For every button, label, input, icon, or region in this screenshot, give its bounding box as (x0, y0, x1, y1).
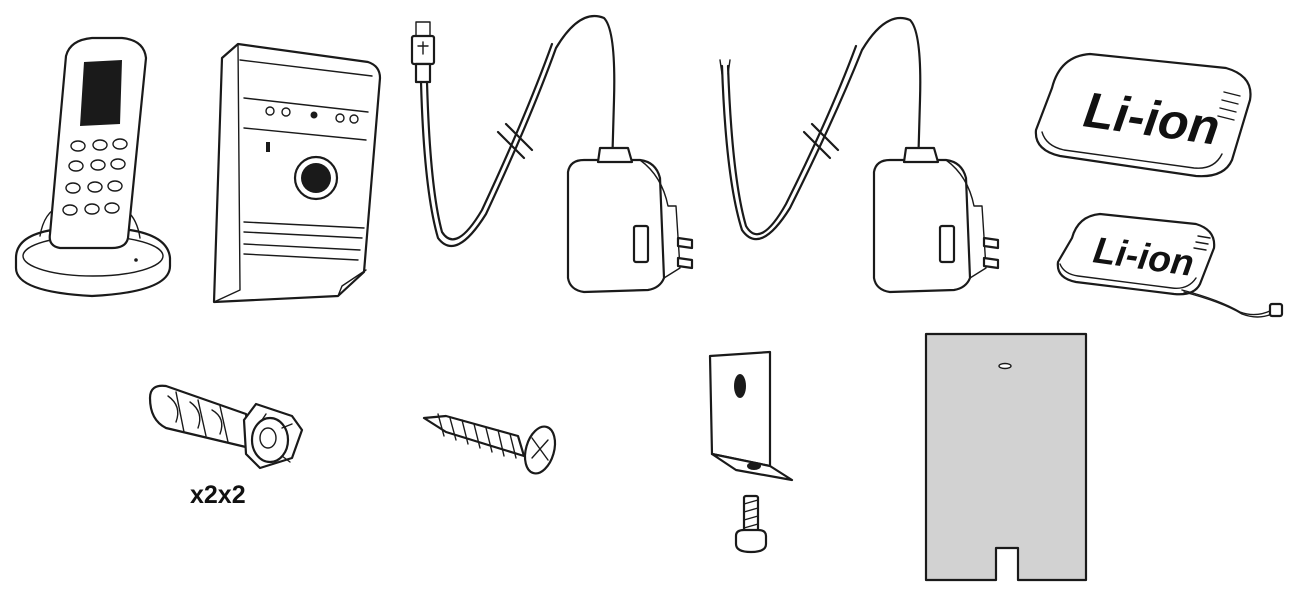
adapter-prong (982, 236, 1000, 250)
usb-symbol-icon (417, 41, 429, 55)
l-bracket-with-screw (708, 350, 794, 554)
indicator-light (265, 106, 275, 116)
adapter-cable-boot (902, 146, 940, 164)
adapter-prong (676, 236, 694, 250)
screw-shank (422, 414, 526, 458)
handset-screen (80, 60, 122, 126)
handset-with-charging-base (14, 36, 172, 298)
charging-led (134, 258, 138, 262)
bracket-hole (734, 374, 746, 398)
wall-plug: x2x2 (148, 384, 304, 509)
bracket-hole (747, 462, 761, 470)
wall-plug-quantity: x2x2 (190, 481, 246, 509)
mounting-plate-slot (998, 362, 1012, 370)
wood-screw (422, 413, 557, 475)
wall-plug-ribs (175, 391, 229, 443)
battery-large-body (1034, 52, 1252, 178)
wall-plug-head (250, 416, 290, 464)
adapter-prong (676, 256, 694, 270)
cable-break-mark (802, 130, 832, 160)
indicator-light (281, 107, 291, 117)
adapter-body (566, 158, 666, 294)
adapter-cable-boot (596, 146, 634, 164)
adapter-prong (982, 256, 1000, 270)
battery-small-contacts (1193, 235, 1211, 251)
handset-keypad (62, 138, 128, 216)
usb-strain-relief (414, 62, 432, 84)
door-camera-lens (310, 111, 318, 119)
battery-small-connector (1268, 302, 1284, 318)
bracket-screw-head (734, 528, 768, 554)
handset-body (48, 36, 148, 250)
mounting-plate-body (924, 332, 1088, 582)
usb-power-adapter (410, 14, 694, 294)
cable-break-mark (496, 130, 526, 160)
battery-small: Li-ion (1056, 212, 1284, 318)
usb-plug-tip (415, 21, 431, 37)
door-speaker-grille (243, 221, 365, 261)
indicator-light (335, 113, 345, 123)
outdoor-door-unit (212, 42, 382, 304)
screw-thread (437, 413, 517, 459)
battery-small-body (1056, 212, 1216, 296)
bare-wire-ends (719, 59, 731, 75)
door-call-button (301, 163, 331, 193)
mounting-plate (924, 332, 1088, 582)
battery-large-contacts (1217, 91, 1241, 121)
battery-large: Li-ion (1034, 52, 1252, 178)
screw-cross-slot (531, 437, 549, 461)
door-sensor-slot (266, 142, 270, 152)
adapter-body (872, 158, 972, 294)
indicator-light (349, 114, 359, 124)
bare-wire-power-adapter (719, 16, 1000, 294)
bracket-vertical-plate (708, 350, 772, 468)
battery-small-lead-wire (1181, 289, 1273, 316)
